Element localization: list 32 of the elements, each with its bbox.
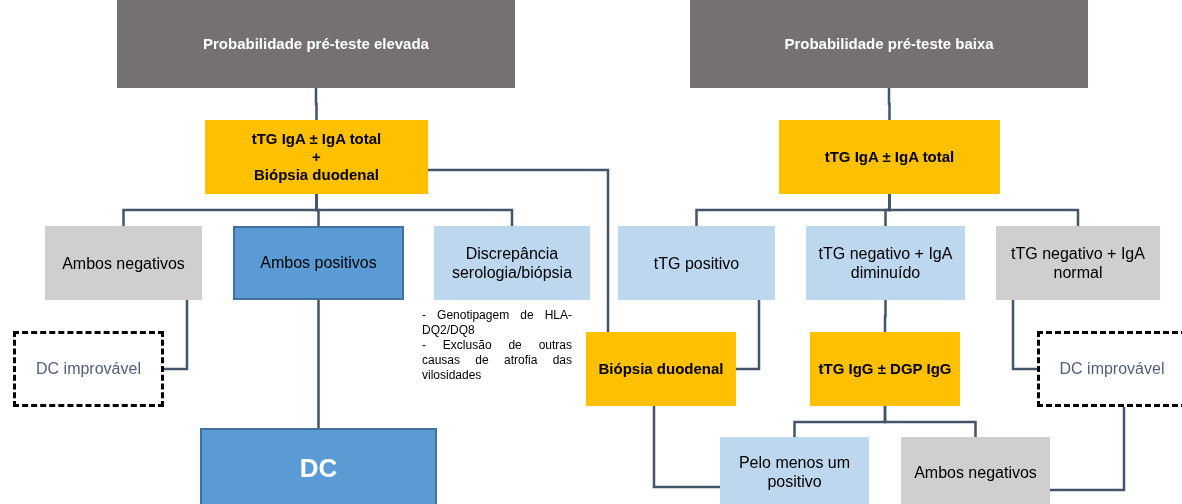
test-box: tTG IgA ± IgA total bbox=[779, 120, 1000, 194]
result-box: Ambos positivos bbox=[233, 226, 404, 300]
test-box: tTG IgG ± DGP IgG bbox=[810, 332, 960, 406]
result-box: Discrepância serologia/biópsia bbox=[434, 226, 590, 300]
connector-line bbox=[888, 194, 1080, 226]
connector-line bbox=[317, 300, 320, 428]
dashed-outcome-box: DC improvável bbox=[13, 331, 164, 407]
test-box: tTG IgA ± IgA total + Biópsia duodenal bbox=[205, 120, 428, 194]
connector-line bbox=[315, 194, 514, 226]
dashed-outcome-box: DC improvável bbox=[1037, 331, 1182, 407]
connector-line bbox=[736, 300, 761, 371]
connector-line bbox=[314, 88, 318, 120]
result-box: Ambos negativos bbox=[45, 226, 202, 300]
diagnosis-box: DC bbox=[200, 428, 437, 504]
result-box: Pelo menos um positivo bbox=[720, 437, 869, 504]
note-text: - Genotipagem de HLA-DQ2/DQ8 bbox=[422, 308, 572, 338]
connector-line bbox=[1011, 300, 1037, 371]
connector-line bbox=[652, 406, 720, 489]
result-box: Ambos negativos bbox=[901, 437, 1050, 504]
connector-line bbox=[164, 300, 189, 371]
result-box: tTG negativo + IgA diminuído bbox=[806, 226, 965, 300]
header-box: Probabilidade pré-teste elevada bbox=[117, 0, 515, 88]
result-box: tTG negativo + IgA normal bbox=[996, 226, 1160, 300]
connector-line bbox=[428, 168, 610, 332]
connector-line bbox=[1050, 407, 1126, 492]
connector-line bbox=[887, 88, 891, 120]
connector-line bbox=[883, 300, 887, 332]
note-text: - Exclusão de outras causas de atrofia das vilosidades bbox=[422, 338, 572, 383]
header-box: Probabilidade pré-teste baixa bbox=[690, 0, 1088, 88]
connector-line bbox=[883, 406, 977, 437]
result-box: tTG positivo bbox=[618, 226, 775, 300]
test-box: Biópsia duodenal bbox=[586, 332, 736, 406]
